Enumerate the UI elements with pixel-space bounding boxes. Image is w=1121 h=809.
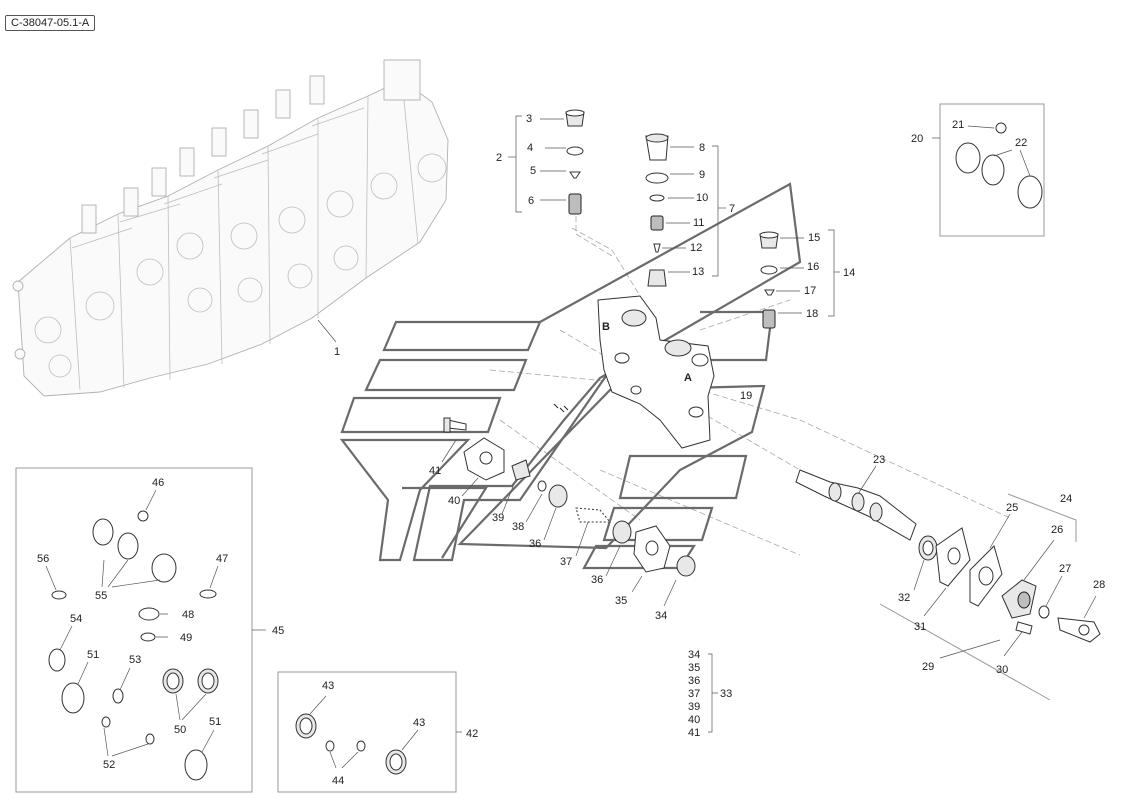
kit-item: 34 <box>688 649 700 661</box>
callout-33: 33 <box>720 688 732 700</box>
callout-55: 55 <box>95 590 107 602</box>
callout-39: 39 <box>492 512 504 524</box>
callout-22: 22 <box>1015 137 1027 149</box>
callout-41: 41 <box>429 465 441 477</box>
kit-item: 39 <box>688 701 700 713</box>
callout-6: 6 <box>528 195 534 207</box>
kit-item: 37 <box>688 688 700 700</box>
seal-kit-box-42 <box>277 671 462 793</box>
callout-43: 43 <box>413 717 425 729</box>
callout-9: 9 <box>699 169 705 181</box>
callout-20: 20 <box>911 133 923 145</box>
callout-56: 56 <box>37 553 49 565</box>
callout-46: 46 <box>152 477 164 489</box>
callout-43: 43 <box>322 680 334 692</box>
callout-11: 11 <box>693 217 704 229</box>
part-group-7 <box>645 133 726 287</box>
kit-item: 35 <box>688 662 700 674</box>
callout-36: 36 <box>591 574 603 586</box>
control-valve-assembly <box>12 59 449 397</box>
callout-32: 32 <box>898 592 910 604</box>
callout-42: 42 <box>466 728 478 740</box>
callout-45: 45 <box>272 625 284 637</box>
callout-49: 49 <box>180 632 192 644</box>
callout-18: 18 <box>806 308 818 320</box>
callout-30: 30 <box>996 664 1008 676</box>
callout-14: 14 <box>843 267 855 279</box>
reference-code: C-38047-05.1-A <box>5 15 96 31</box>
kit-item: 36 <box>688 675 700 687</box>
part-group-14 <box>759 229 840 329</box>
callout-21: 21 <box>952 119 964 131</box>
seal-box-20 <box>932 103 1045 237</box>
callout-3: 3 <box>526 113 532 125</box>
spool-and-cover <box>795 465 1101 701</box>
callout-50: 50 <box>174 724 186 736</box>
kit-item: 41 <box>688 727 700 739</box>
callout-17: 17 <box>804 285 816 297</box>
front-parts <box>441 403 696 607</box>
callout-26: 26 <box>1051 524 1063 536</box>
callout-29: 29 <box>922 661 934 673</box>
callout-8: 8 <box>699 142 705 154</box>
callout-34: 34 <box>655 610 667 622</box>
callout-10: 10 <box>696 192 708 204</box>
callout-24: 24 <box>1060 493 1072 505</box>
callout-38: 38 <box>512 521 524 533</box>
callout-12: 12 <box>690 242 702 254</box>
callout-28: 28 <box>1093 579 1105 591</box>
callout-51: 51 <box>87 649 99 661</box>
callout-51: 51 <box>209 716 221 728</box>
callout-35: 35 <box>615 595 627 607</box>
block-letter-a: A <box>684 372 692 384</box>
part-group-2 <box>508 109 613 257</box>
callout-54: 54 <box>70 613 82 625</box>
callout-47: 47 <box>216 553 228 565</box>
callout-4: 4 <box>527 142 533 154</box>
callout-1: 1 <box>334 346 340 358</box>
callout-40: 40 <box>448 495 460 507</box>
callout-15: 15 <box>808 232 820 244</box>
callout-23: 23 <box>873 454 885 466</box>
callout-labels: 1 2 3 4 5 6 7 8 9 10 11 12 13 14 15 16 1… <box>37 113 1105 787</box>
kit-item: 40 <box>688 714 700 726</box>
seal-kit-box-45 <box>15 467 266 793</box>
callout-53: 53 <box>129 654 141 666</box>
callout-48: 48 <box>182 609 194 621</box>
callout-52: 52 <box>103 759 115 771</box>
callout-5: 5 <box>530 165 536 177</box>
callout-25: 25 <box>1006 502 1018 514</box>
callout-2: 2 <box>496 152 502 164</box>
callout-19: 19 <box>740 390 752 402</box>
valve-section-block: B A <box>597 295 715 449</box>
callout-27: 27 <box>1059 563 1071 575</box>
callout-31: 31 <box>914 621 926 633</box>
callout-36: 36 <box>529 538 541 550</box>
block-letter-b: B <box>602 321 610 333</box>
callout-44: 44 <box>332 775 344 787</box>
callout-37: 37 <box>560 556 572 568</box>
kit-33-list: 34 35 36 37 39 40 41 <box>688 649 718 739</box>
callout-16: 16 <box>807 261 819 273</box>
callout-7: 7 <box>729 203 735 215</box>
callout-13: 13 <box>692 266 704 278</box>
